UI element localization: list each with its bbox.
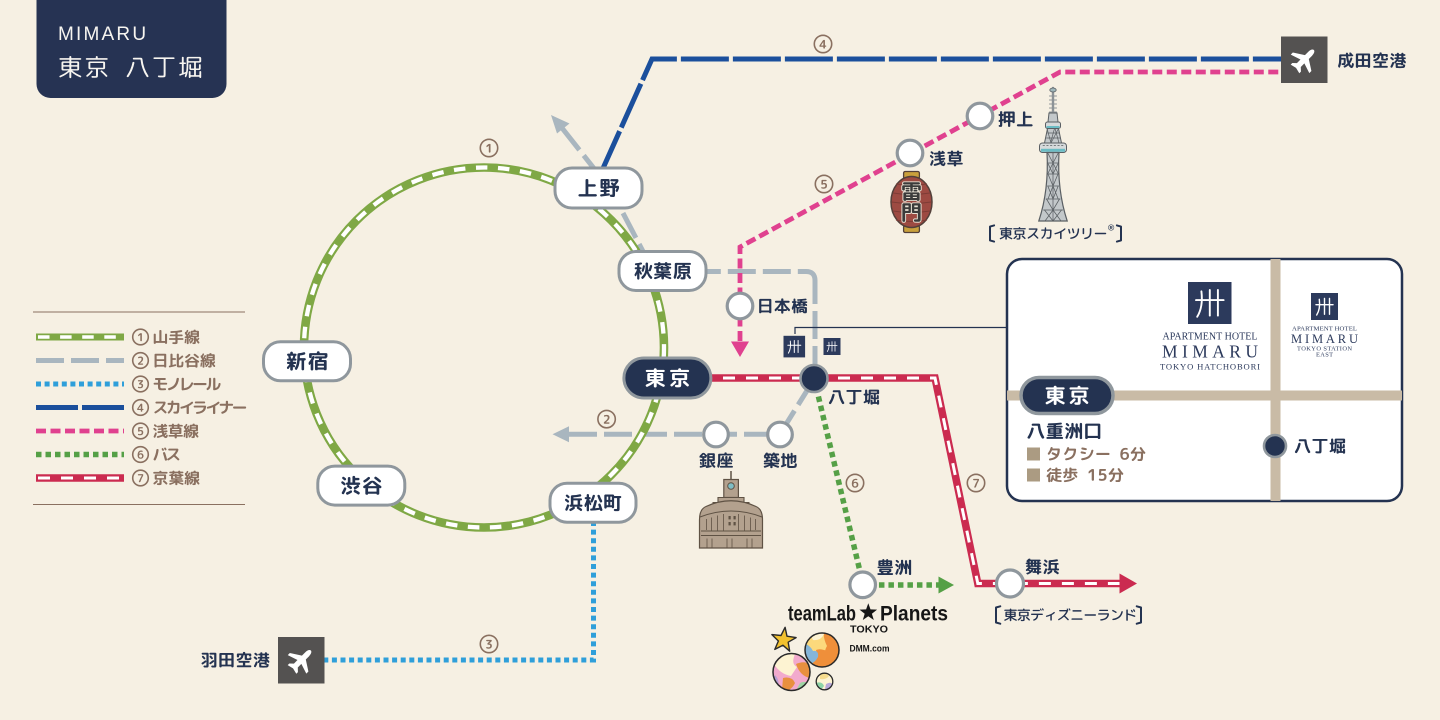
svg-text:APARTMENT HOTEL: APARTMENT HOTEL	[1163, 332, 1258, 343]
svg-text:teamLab: teamLab	[788, 602, 856, 626]
svg-text:MIMARU: MIMARU	[58, 24, 148, 45]
svg-text:TOKYO: TOKYO	[850, 625, 888, 636]
svg-text:TOKYO HATCHOBORI: TOKYO HATCHOBORI	[1160, 362, 1260, 372]
svg-text:®: ®	[1108, 223, 1115, 233]
svg-text:EAST: EAST	[1316, 352, 1333, 359]
svg-text:TOKYO STATION: TOKYO STATION	[1297, 346, 1352, 353]
svg-text:APARTMENT HOTEL: APARTMENT HOTEL	[1292, 326, 1357, 333]
svg-text:DMM.com: DMM.com	[850, 644, 890, 654]
svg-text:Planets: Planets	[880, 602, 948, 626]
